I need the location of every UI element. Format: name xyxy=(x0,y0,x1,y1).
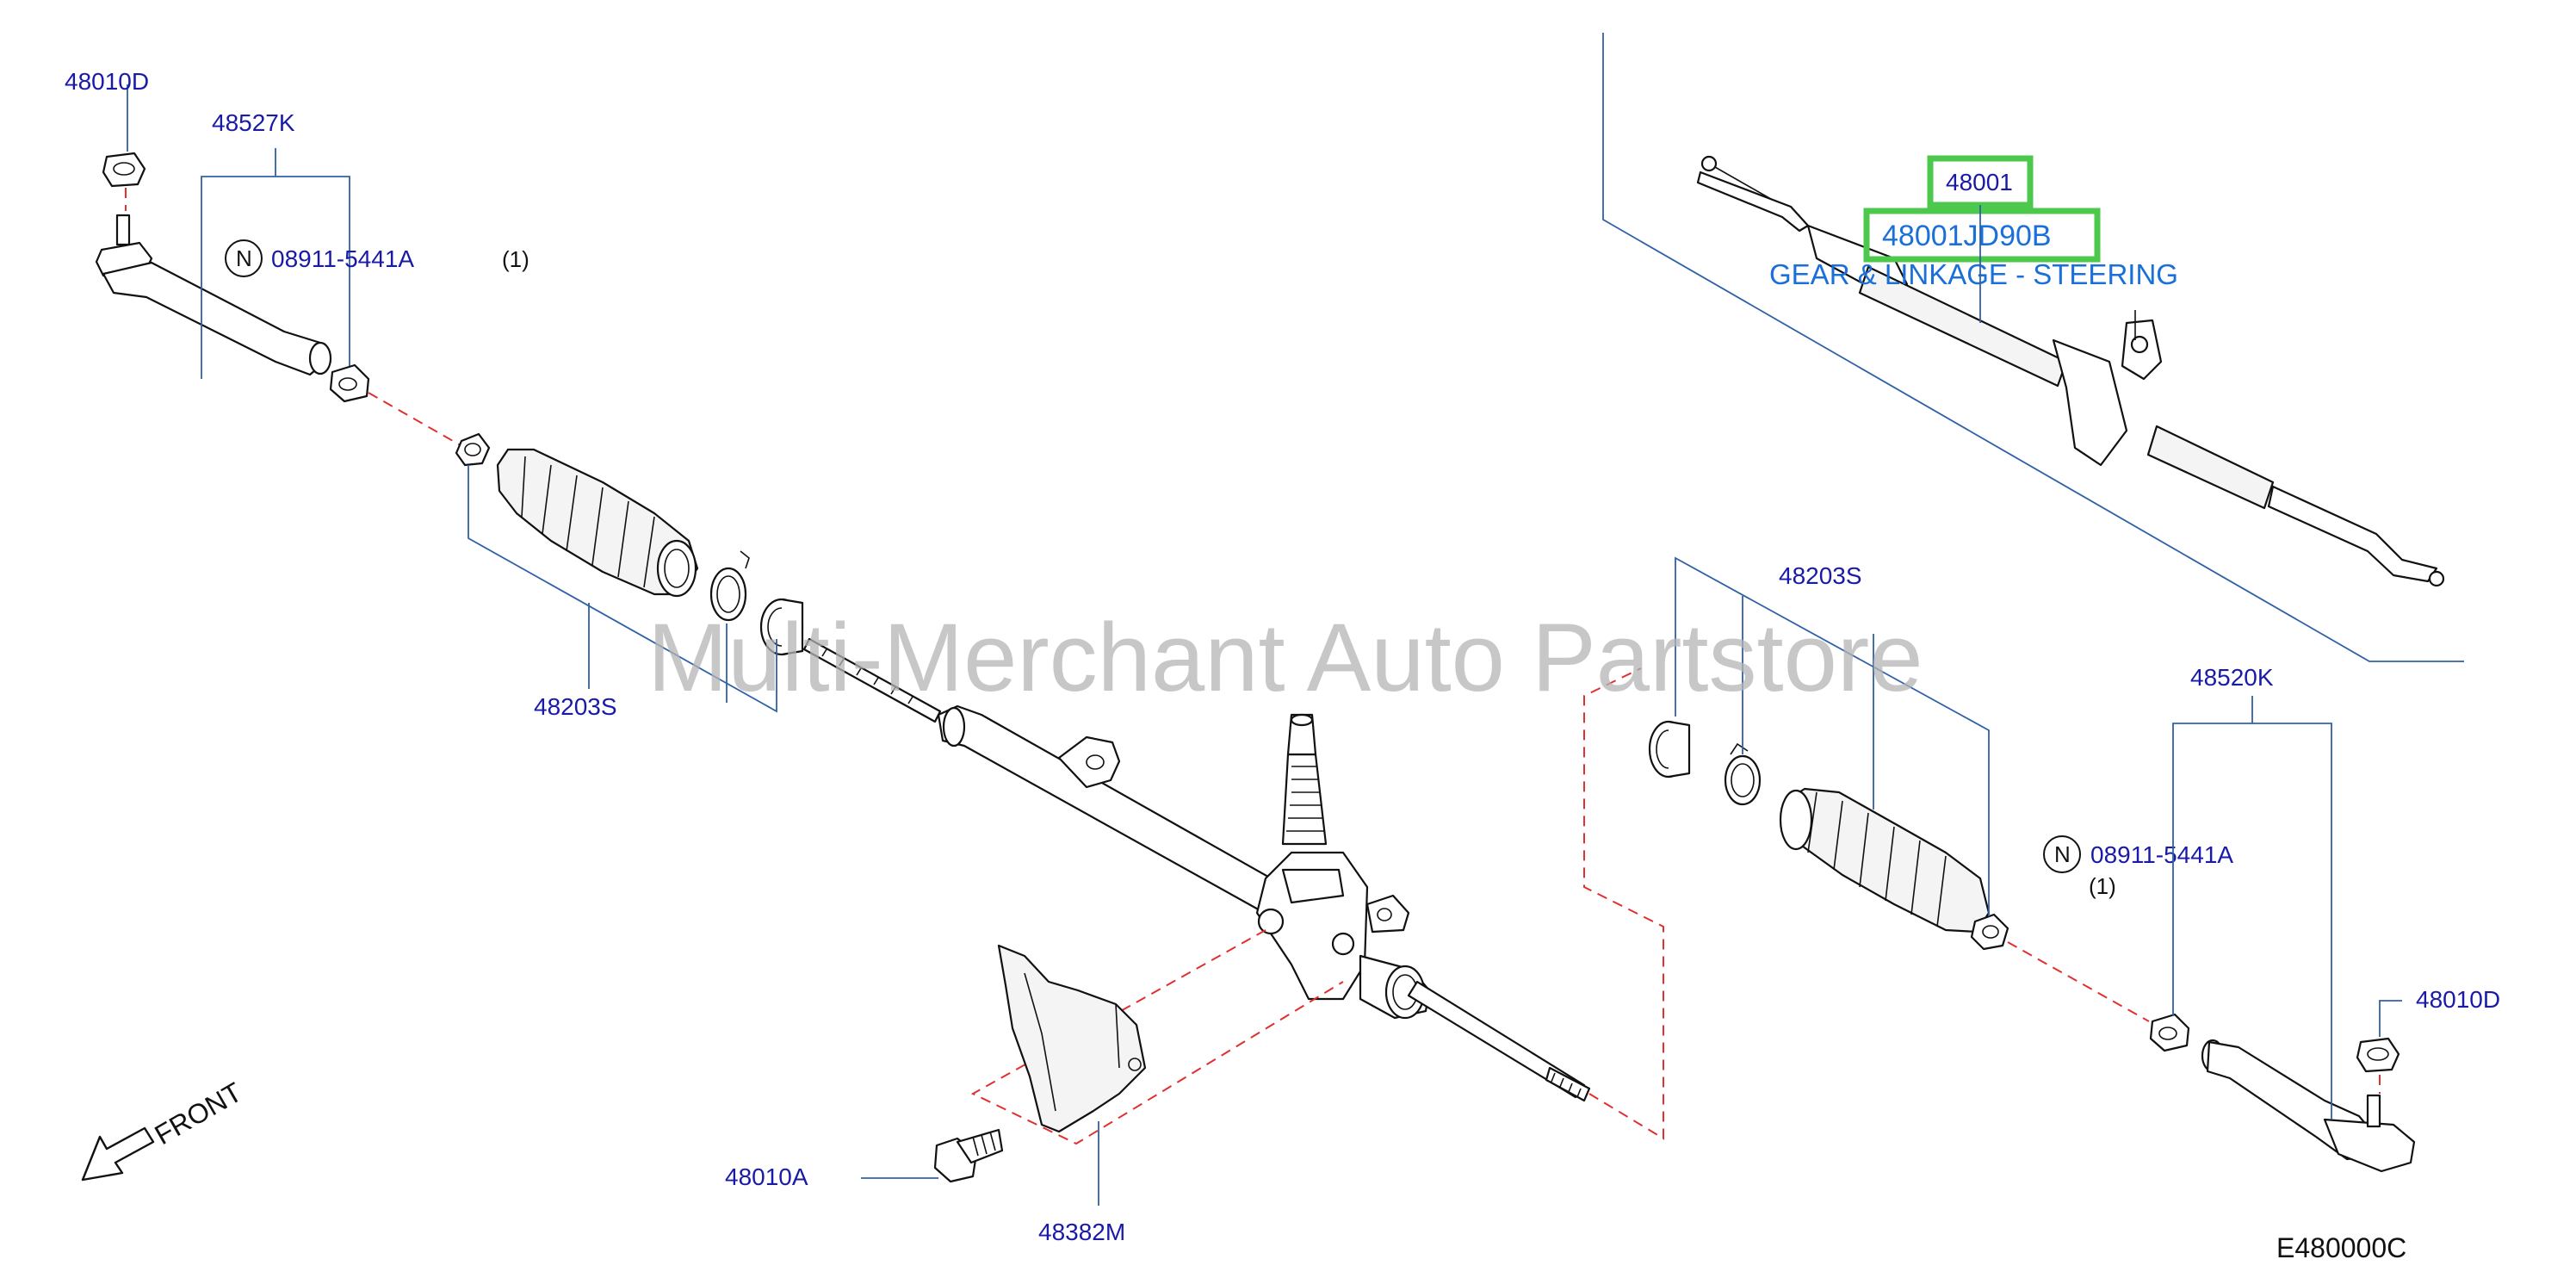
svg-text:N: N xyxy=(236,245,252,271)
boot-left[interactable] xyxy=(496,448,699,598)
nut-48010D-right[interactable] xyxy=(2356,1037,2400,1073)
front-label: FRONT xyxy=(150,1076,247,1151)
label-48520K[interactable]: 48520K xyxy=(2190,664,2274,691)
badge-N-left: N xyxy=(225,239,263,277)
overview-gear-assembly xyxy=(1696,155,2445,587)
boot-clamp-left[interactable] xyxy=(709,550,750,622)
tie-rod-end-48527K[interactable] xyxy=(95,214,332,376)
svg-text:N: N xyxy=(2054,841,2071,867)
nut-48010D-left[interactable] xyxy=(102,152,146,188)
bracket-48203S-right xyxy=(1675,556,1990,916)
front-direction-arrow: FRONT xyxy=(81,1076,247,1182)
steering-rack-housing[interactable] xyxy=(802,637,1591,1102)
label-48001JD90B[interactable]: 48001JD90B xyxy=(1882,220,2052,252)
boot-clamp-small-right[interactable] xyxy=(1970,913,2009,951)
watermark: Multi-Merchant Auto Partstore xyxy=(647,604,1923,711)
label-48382M[interactable]: 48382M xyxy=(1038,1219,1125,1245)
label-48203S-right[interactable]: 48203S xyxy=(1779,562,1862,589)
diagram-code: E480000C xyxy=(2276,1232,2406,1263)
arrow-icon xyxy=(81,1126,155,1182)
assembly-line-right xyxy=(1583,667,1664,1140)
nut-08911-5441A-left[interactable] xyxy=(329,363,370,403)
assembly-line-left-upper xyxy=(368,392,466,449)
boot-clamp-right[interactable] xyxy=(1724,742,1762,806)
inset-frame-line xyxy=(1602,33,2464,662)
boot-band-right[interactable] xyxy=(1648,720,1691,779)
qty-08911-left: (1) xyxy=(502,246,529,272)
badge-N-right: N xyxy=(2043,835,2081,873)
bracket-48203S-left xyxy=(468,465,777,713)
assembly-line-insulator xyxy=(970,929,1344,1145)
label-48010A[interactable]: 48010A xyxy=(725,1163,808,1190)
leader-48010D-right xyxy=(2379,1000,2402,1037)
overview-inset: 48001 48001JD90B GEAR & LINKAGE - STEERI… xyxy=(1602,33,2464,662)
boot-right[interactable] xyxy=(1779,787,1991,934)
highlight-box-48001JD90B xyxy=(1863,208,2101,263)
label-48001[interactable]: 48001 xyxy=(1946,169,2013,195)
qty-08911-right: (1) xyxy=(2089,873,2116,899)
label-48010D-left[interactable]: 48010D xyxy=(65,68,149,95)
tie-rod-end-48520K[interactable] xyxy=(2201,1039,2416,1173)
label-48527K[interactable]: 48527K xyxy=(212,109,295,136)
assembly-line-right-lower xyxy=(2007,941,2150,1022)
insulator-48382M[interactable] xyxy=(997,944,1147,1133)
label-48010D-right[interactable]: 48010D xyxy=(2416,986,2500,1013)
boot-band-left[interactable] xyxy=(759,598,804,656)
label-08911-5441A-right[interactable]: 08911-5441A xyxy=(2090,841,2233,868)
label-48203S-left[interactable]: 48203S xyxy=(534,693,617,720)
label-08911-5441A-left[interactable]: 08911-5441A xyxy=(271,245,414,272)
boot-clamp-small-left[interactable] xyxy=(455,432,491,467)
gear-assembly-description: GEAR & LINKAGE - STEERING xyxy=(1769,258,2178,290)
nut-08911-5441A-right[interactable] xyxy=(2149,1013,2190,1052)
bolt-48010A[interactable] xyxy=(933,1128,1004,1183)
